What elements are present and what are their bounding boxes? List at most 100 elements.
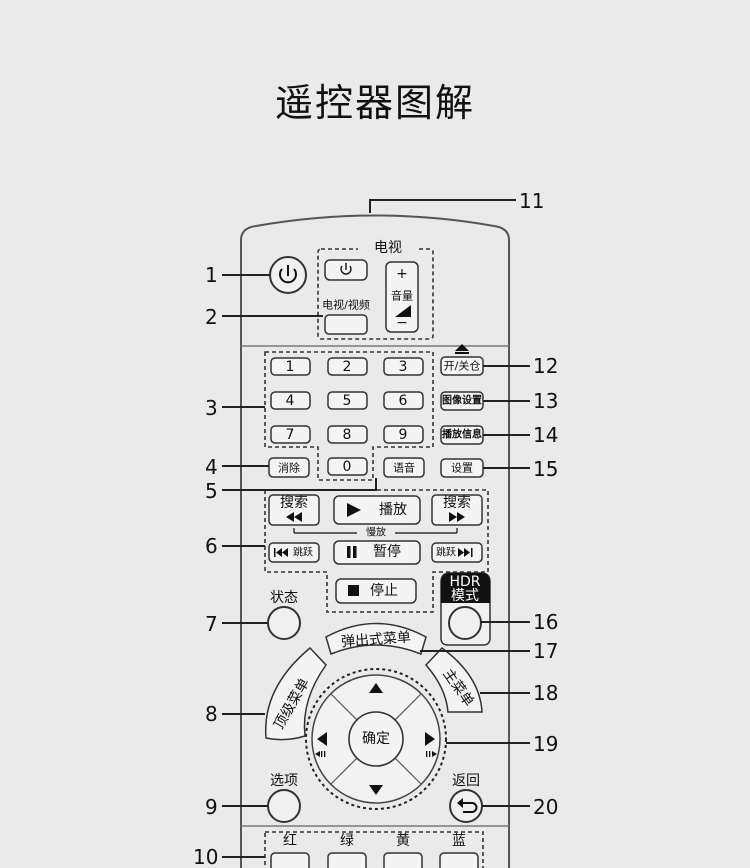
green-button[interactable] bbox=[327, 852, 367, 868]
tv-label: 电视 bbox=[374, 240, 402, 256]
ok-button[interactable] bbox=[348, 711, 404, 767]
callout-3: 3 bbox=[205, 396, 218, 420]
pause-label: 暂停 bbox=[373, 543, 401, 560]
tv-power-button[interactable] bbox=[324, 259, 368, 281]
hdr-round-key bbox=[448, 606, 482, 640]
digit-3-key[interactable] bbox=[383, 357, 424, 376]
clear-button[interactable] bbox=[268, 457, 310, 478]
tv-video-label: 电视/视频 bbox=[322, 298, 370, 312]
number-group-outline bbox=[264, 351, 434, 481]
volume-plus-label: + bbox=[396, 266, 408, 282]
volume-label: 音量 bbox=[391, 289, 413, 303]
rewind-icon bbox=[286, 512, 302, 522]
playback-info-button[interactable]: 播放信息 bbox=[440, 425, 484, 445]
callout-14: 14 bbox=[533, 423, 558, 447]
digit-label: 2 bbox=[343, 359, 352, 375]
open-close-button[interactable]: 开/关仓 bbox=[440, 344, 484, 376]
hdr-mode-button[interactable]: HDR 模式 bbox=[440, 572, 491, 646]
pause-button[interactable]: 暂停 bbox=[333, 540, 421, 565]
digit-7-key[interactable] bbox=[270, 425, 311, 444]
play-button[interactable]: 播放 bbox=[333, 495, 421, 525]
digit-label: 1 bbox=[286, 359, 295, 375]
callout-17: 17 bbox=[533, 639, 558, 663]
nav-left-button[interactable] bbox=[315, 732, 327, 757]
nav-ring-outline bbox=[305, 668, 447, 810]
audio-button[interactable] bbox=[383, 457, 425, 478]
search-back-button[interactable]: 搜索 bbox=[268, 494, 320, 526]
search-forward-label: 搜索 bbox=[443, 494, 471, 511]
option-button[interactable] bbox=[267, 789, 301, 823]
callout-8: 8 bbox=[205, 702, 218, 726]
callout-5: 5 bbox=[205, 479, 218, 503]
callout-7: 7 bbox=[205, 612, 218, 636]
stop-button[interactable]: 停止 bbox=[335, 578, 417, 604]
blue-label: 蓝 bbox=[452, 833, 466, 849]
digit-label: 5 bbox=[343, 393, 352, 409]
setup-label: 设置 bbox=[451, 462, 473, 475]
skip-forward-button[interactable]: 跳跃 bbox=[431, 542, 483, 563]
volume-ramp-icon bbox=[395, 305, 411, 317]
callout-11: 11 bbox=[519, 189, 544, 213]
yellow-button[interactable] bbox=[383, 852, 423, 868]
digit-label: 9 bbox=[399, 427, 408, 443]
callout-9: 9 bbox=[205, 795, 218, 819]
color-keys-outline bbox=[264, 831, 484, 868]
callout-lines bbox=[222, 199, 530, 858]
left-arrow-icon bbox=[317, 732, 327, 746]
main-menu-button[interactable] bbox=[424, 647, 483, 713]
playback-info-label: 播放信息 bbox=[442, 428, 482, 441]
digit-8-key[interactable] bbox=[327, 425, 368, 444]
tv-power-icon bbox=[340, 263, 352, 275]
red-label: 红 bbox=[283, 833, 297, 849]
hdr-mode-label: 模式 bbox=[451, 588, 479, 604]
number-keys: 1 2 3 4 5 6 7 8 9 0 bbox=[270, 357, 424, 476]
back-label: 返回 bbox=[452, 773, 480, 789]
picture-settings-button[interactable]: 图像设置 bbox=[440, 391, 484, 411]
blue-button[interactable] bbox=[439, 852, 479, 868]
callout-6: 6 bbox=[205, 534, 218, 558]
nav-right-button[interactable] bbox=[425, 732, 437, 757]
skip-forward-icon bbox=[458, 548, 473, 557]
skip-back-button[interactable]: 跳跃 bbox=[268, 542, 320, 563]
slow-label-mask bbox=[357, 527, 395, 539]
option-label: 选项 bbox=[270, 773, 298, 789]
nav-up-button[interactable] bbox=[369, 683, 383, 693]
tv-video-button[interactable] bbox=[324, 314, 368, 335]
digit-1-key[interactable] bbox=[270, 357, 311, 376]
eject-bar bbox=[455, 352, 469, 354]
callout-18: 18 bbox=[533, 681, 558, 705]
digit-2-key[interactable] bbox=[327, 357, 368, 376]
setup-button[interactable]: 设置 bbox=[440, 458, 484, 478]
picture-settings-label: 图像设置 bbox=[442, 394, 482, 407]
top-menu-button[interactable] bbox=[264, 646, 327, 741]
ok-label: 确定 bbox=[362, 731, 390, 747]
playback-group-outline bbox=[264, 489, 489, 613]
red-button[interactable] bbox=[270, 852, 310, 868]
digit-label: 6 bbox=[399, 393, 408, 409]
eject-icon bbox=[455, 344, 469, 351]
popup-menu-button[interactable] bbox=[325, 622, 427, 656]
nav-down-button[interactable] bbox=[369, 785, 383, 795]
slow-label: 慢放 bbox=[366, 526, 386, 539]
search-forward-button[interactable]: 搜索 bbox=[431, 494, 483, 526]
status-button[interactable] bbox=[267, 606, 301, 640]
digit-9-key[interactable] bbox=[383, 425, 424, 444]
digit-4-key[interactable] bbox=[270, 391, 311, 410]
digit-5-key[interactable] bbox=[327, 391, 368, 410]
digit-label: 7 bbox=[286, 427, 295, 443]
callout-19: 19 bbox=[533, 732, 558, 756]
status-label: 状态 bbox=[270, 590, 298, 606]
frame-forward-icon bbox=[426, 751, 437, 757]
digit-6-key[interactable] bbox=[383, 391, 424, 410]
skip-back-label: 跳跃 bbox=[293, 546, 313, 559]
up-arrow-icon bbox=[369, 683, 383, 693]
digit-label: 0 bbox=[343, 459, 352, 475]
open-close-label: 开/关仓 bbox=[444, 359, 481, 373]
callout-numbers: 1 2 3 4 5 6 7 8 9 10 11 12 13 14 15 16 1… bbox=[193, 189, 558, 868]
skip-back-icon bbox=[274, 548, 288, 557]
power-button[interactable] bbox=[269, 256, 307, 294]
callout-10: 10 bbox=[193, 845, 218, 868]
callout-16: 16 bbox=[533, 610, 558, 634]
digit-0-key[interactable] bbox=[327, 457, 368, 476]
digit-label: 4 bbox=[286, 393, 295, 409]
